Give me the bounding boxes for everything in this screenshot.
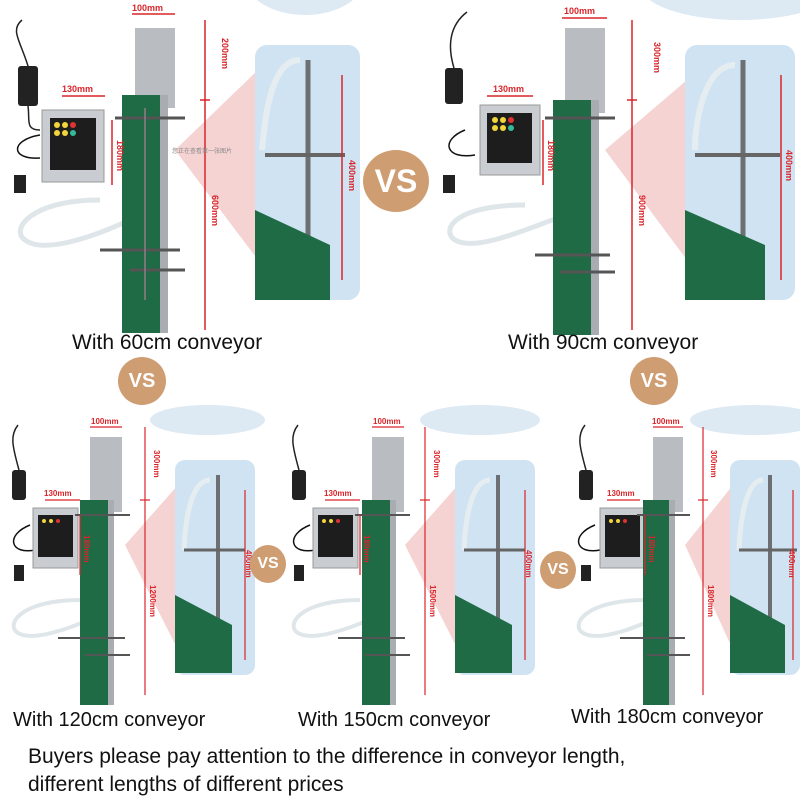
background-arc [690, 405, 800, 435]
nozzle-dimension-label: 400mm [787, 550, 796, 578]
body-dimension-label: 600mm [210, 195, 220, 227]
box-width-dimension-label: 130mm [324, 489, 352, 498]
body-dimension-label: 1200mm [148, 585, 157, 618]
width-dimension-label: 100mm [564, 6, 596, 16]
product-panel-180cm: 100mm 300mm 1800mm 130mm 180mm 400mm Wit… [565, 405, 800, 735]
panel-caption: With 180cm conveyor [571, 706, 764, 728]
body-dimension-label: 900mm [637, 195, 647, 227]
panel-caption: With 60cm conveyor [72, 331, 263, 354]
nozzle-dimension-label: 400mm [524, 550, 533, 578]
vs-badge: VS [363, 150, 429, 212]
top-dimension-label: 300mm [152, 450, 161, 478]
nozzle-dimension-label: 400mm [784, 150, 794, 182]
width-dimension-label: 100mm [91, 417, 119, 426]
top-dimension-label: 300mm [709, 450, 718, 478]
box-height-dimension-label: 180mm [647, 535, 656, 563]
conveyor-illustration [576, 424, 800, 705]
vs-badge: VS [540, 551, 576, 589]
vs-badge: VS [630, 357, 678, 405]
top-dimension-label: 300mm [652, 42, 662, 74]
product-panel-120cm: 100mm 300mm 1200mm 130mm 180mm 400mm Wit… [0, 405, 270, 735]
width-dimension-label: 100mm [132, 3, 164, 13]
conveyor-illustration [11, 424, 255, 705]
panel-caption: With 150cm conveyor [298, 709, 491, 731]
product-panel-60cm: 100mm 200mm 600mm 130mm 180mm 400mm 您正在查… [0, 0, 370, 354]
width-dimension-label: 100mm [652, 417, 680, 426]
panel-caption: With 90cm conveyor [508, 331, 699, 354]
product-panel-90cm: 100mm 300mm 900mm 130mm 180mm 400mm With… [425, 0, 800, 360]
body-dimension-label: 1500mm [428, 585, 437, 618]
top-dimension-label: 300mm [432, 450, 441, 478]
width-dimension-label: 100mm [373, 417, 401, 426]
background-arc [150, 405, 265, 435]
box-height-dimension-label: 180mm [82, 535, 91, 563]
conveyor-illustration [443, 11, 795, 335]
product-panel-150cm: 100mm 300mm 1500mm 130mm 180mm 400mm Wit… [280, 405, 550, 735]
footer-note-line-2: different lengths of different prices [28, 773, 344, 796]
conveyor-illustration [14, 13, 360, 333]
vs-badge: VS [118, 357, 166, 405]
conveyor-illustration [291, 424, 535, 705]
nozzle-dimension-label: 400mm [244, 550, 253, 578]
watermark-text: 您正在查看第一张图片 [172, 149, 233, 155]
box-width-dimension-label: 130mm [493, 84, 525, 94]
box-width-dimension-label: 130mm [607, 489, 635, 498]
top-dimension-label: 200mm [220, 38, 230, 70]
box-height-dimension-label: 180mm [115, 140, 125, 172]
box-width-dimension-label: 130mm [62, 84, 94, 94]
footer-note-line-1: Buyers please pay attention to the diffe… [28, 745, 626, 768]
background-arc [420, 405, 540, 435]
vs-badge: VS [250, 545, 286, 583]
box-width-dimension-label: 130mm [44, 489, 72, 498]
box-height-dimension-label: 180mm [546, 140, 556, 172]
nozzle-dimension-label: 400mm [347, 160, 357, 192]
panel-caption: With 120cm conveyor [13, 709, 206, 731]
box-height-dimension-label: 180mm [362, 535, 371, 563]
body-dimension-label: 1800mm [706, 585, 715, 618]
